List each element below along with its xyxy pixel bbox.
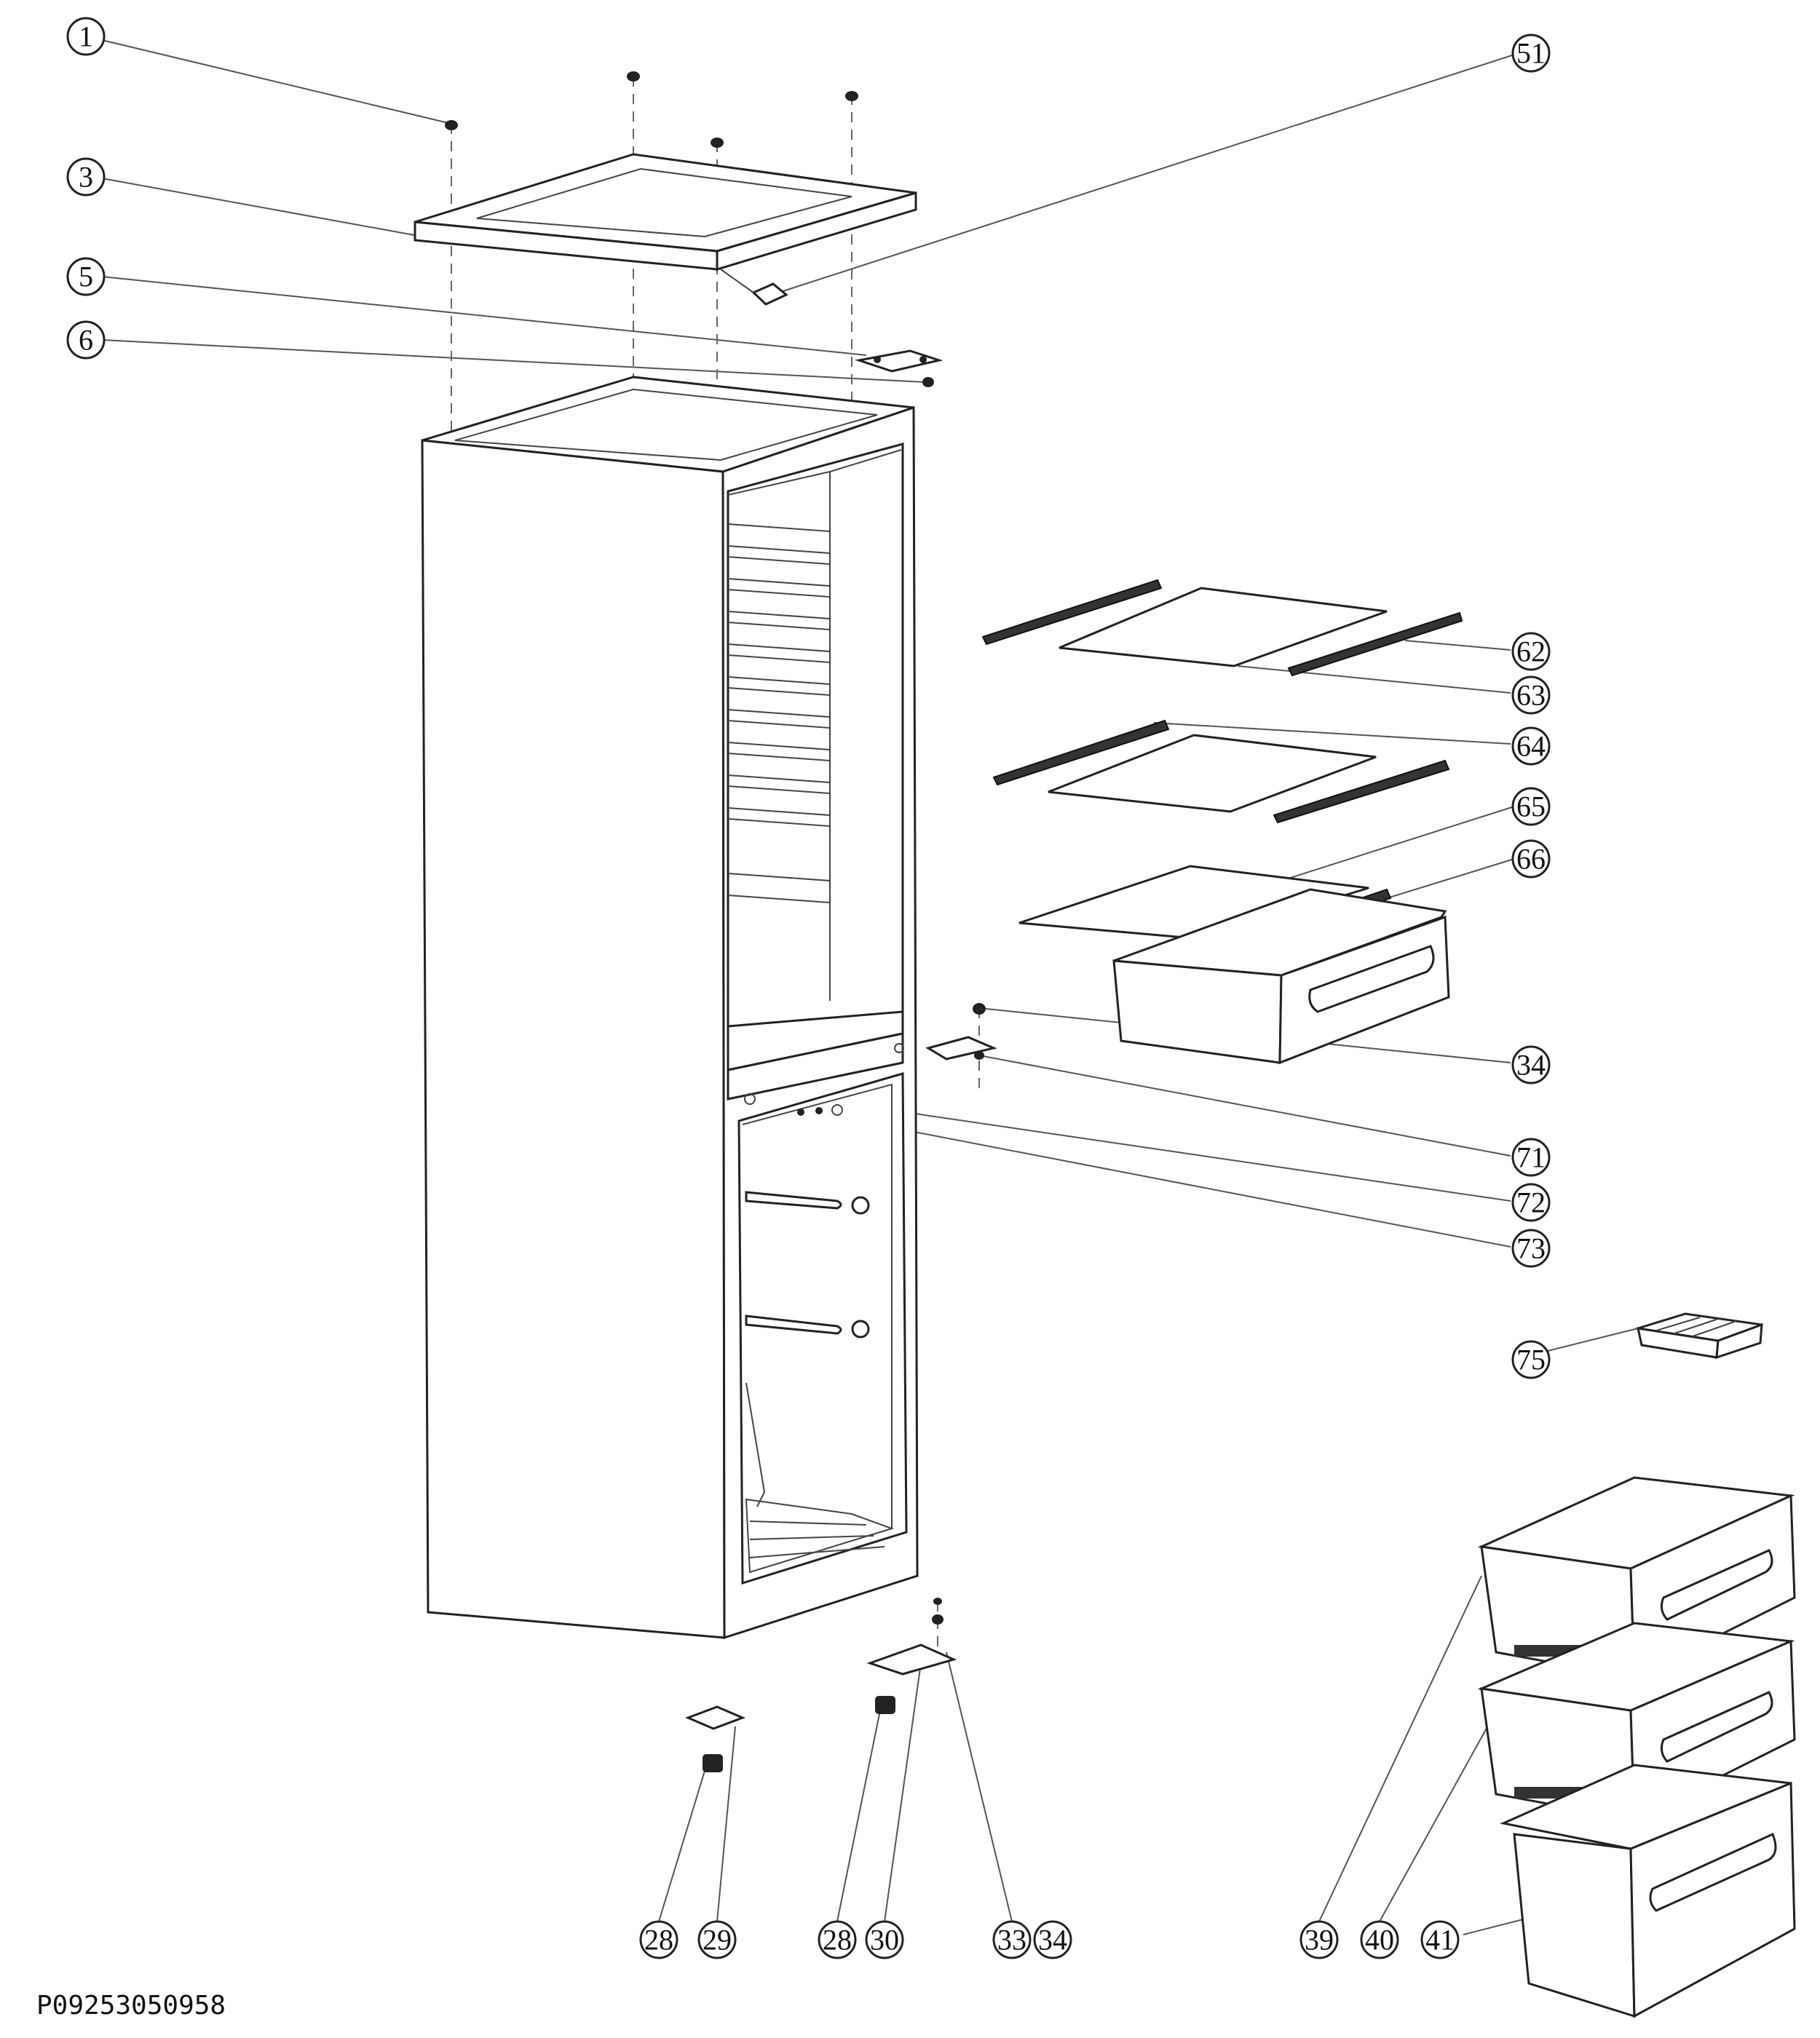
callout-64: 64 [1511,726,1551,766]
callout-62: 62 [1511,632,1551,671]
svg-text:63: 63 [1516,679,1546,712]
svg-text:64: 64 [1516,730,1546,763]
middle-hinge [925,1003,997,1060]
callout-34-bottom: 34 [1033,1920,1072,1959]
svg-text:62: 62 [1516,635,1546,668]
callout-63: 63 [1511,675,1551,715]
callout-40: 40 [1360,1920,1399,1959]
callout-33: 33 [992,1920,1032,1959]
svg-text:33: 33 [997,1924,1026,1956]
svg-text:71: 71 [1516,1141,1546,1174]
svg-text:51: 51 [1516,37,1546,70]
svg-text:34: 34 [1516,1049,1546,1082]
top-hinge [855,349,943,387]
svg-text:72: 72 [1516,1186,1546,1219]
callout-66: 66 [1511,839,1551,879]
callout-39: 39 [1299,1920,1339,1959]
svg-text:73: 73 [1516,1232,1546,1265]
front-leg-bracket [684,1705,746,1772]
hinge-cover [720,269,788,306]
svg-text:28: 28 [823,1924,852,1956]
callout-1: 1 [66,17,106,56]
crisper-drawer [1112,888,1450,1065]
callout-71: 71 [1511,1138,1551,1177]
svg-text:3: 3 [79,161,93,194]
document-code: P09253050958 [36,1991,226,2021]
svg-text:5: 5 [79,261,93,293]
callout-5: 5 [66,257,106,296]
callout-28-left: 28 [639,1920,678,1959]
callout-41: 41 [1420,1920,1460,1959]
svg-text:34: 34 [1038,1924,1067,1956]
fridge-shelf-rails [727,523,831,997]
freezer-rails [745,1191,870,1339]
svg-text:28: 28 [644,1924,673,1956]
cabinet [421,376,919,1640]
svg-text:66: 66 [1516,843,1546,876]
svg-text:41: 41 [1425,1924,1455,1956]
top-screws [445,71,858,148]
callouts: 1 3 5 6 51 62 63 64 65 66 34 71 72 73 75… [66,17,1551,1959]
svg-text:6: 6 [79,324,93,357]
svg-text:65: 65 [1516,790,1546,823]
callout-51: 51 [1511,33,1551,73]
callout-75: 75 [1511,1340,1551,1379]
callout-65: 65 [1511,787,1551,826]
svg-text:75: 75 [1516,1344,1546,1376]
freezer-drawer-bottom [1500,1764,1796,2018]
callout-30: 30 [865,1920,904,1959]
callout-29: 29 [697,1920,737,1959]
svg-text:30: 30 [870,1924,899,1956]
callout-28-right: 28 [818,1920,857,1959]
ice-tray [1637,1312,1763,1360]
callout-34-hinge: 34 [1511,1045,1551,1085]
glass-shelf-top [981,579,1463,677]
svg-text:1: 1 [79,20,93,53]
leader-lines [101,39,1639,1935]
bottom-hinge [866,1598,957,1714]
glass-shelf-middle [992,719,1450,824]
top-cover [414,153,917,271]
callout-72: 72 [1511,1183,1551,1222]
svg-text:40: 40 [1365,1924,1394,1956]
callout-6: 6 [66,320,106,360]
callout-3: 3 [66,157,106,197]
svg-text:39: 39 [1305,1924,1334,1956]
callout-73: 73 [1511,1229,1551,1268]
svg-text:29: 29 [703,1924,732,1956]
